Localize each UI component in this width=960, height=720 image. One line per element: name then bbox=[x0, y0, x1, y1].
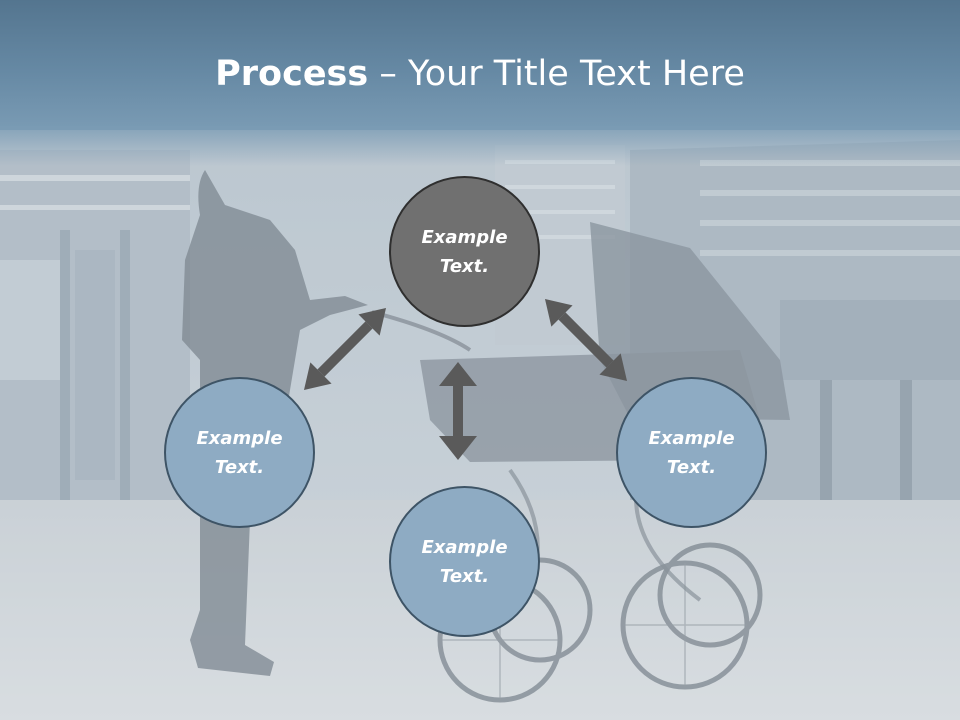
double-arrow-vertical bbox=[439, 362, 477, 460]
process-node-right: Example Text. bbox=[616, 377, 767, 528]
title-band-fade bbox=[0, 126, 960, 166]
process-node-left-label: Example Text. bbox=[196, 427, 283, 478]
process-node-top-label: Example Text. bbox=[421, 226, 508, 277]
slide-title: Process – Your Title Text Here bbox=[0, 52, 960, 96]
process-node-right-label: Example Text. bbox=[648, 427, 735, 478]
slide-title-bold: Process bbox=[215, 54, 369, 94]
process-node-left: Example Text. bbox=[164, 377, 315, 528]
double-arrow-top-right bbox=[544, 298, 628, 382]
process-node-bottom-label: Example Text. bbox=[421, 536, 508, 587]
title-band bbox=[0, 0, 960, 130]
double-arrow-top-left bbox=[303, 307, 387, 391]
slide-title-rest: – Your Title Text Here bbox=[368, 54, 745, 94]
process-node-bottom: Example Text. bbox=[389, 486, 540, 637]
process-node-top: Example Text. bbox=[389, 176, 540, 327]
